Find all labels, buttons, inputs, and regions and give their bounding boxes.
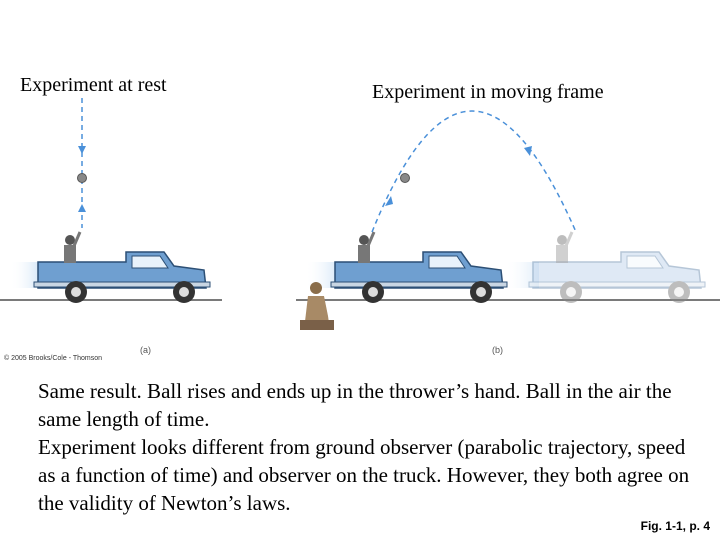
ground-observer <box>300 282 334 330</box>
experiment-moving-frame-label: Experiment in moving frame <box>372 81 604 103</box>
thrower-b-faded <box>556 231 574 263</box>
arrow-down-a <box>78 146 86 154</box>
explanation-line-2: Experiment looks different from ground o… <box>38 435 690 515</box>
panel-label-a: (a) <box>140 345 151 355</box>
trajectory-b <box>371 110 577 233</box>
panel-label-b: (b) <box>492 345 503 355</box>
truck-b-faded <box>528 251 706 303</box>
figure-caption: Fig. 1-1, p. 4 <box>640 519 710 533</box>
arrow-up-b <box>385 196 393 206</box>
explanation-line-1: Same result. Ball rises and ends up in t… <box>38 379 672 431</box>
explanation-text: Same result. Ball rises and ends up in t… <box>38 377 698 517</box>
truck-b <box>330 251 508 303</box>
experiment-illustration <box>0 98 720 330</box>
ball-b <box>400 173 410 183</box>
copyright-notice: © 2005 Brooks/Cole - Thomson <box>4 355 103 362</box>
truck-a <box>33 251 211 303</box>
ball-a <box>77 173 87 183</box>
arrow-up-a <box>78 204 86 212</box>
thrower-b <box>358 231 376 263</box>
thrower-a <box>64 231 82 263</box>
arrow-down-b <box>524 146 532 156</box>
experiment-at-rest-label: Experiment at rest <box>20 74 167 96</box>
